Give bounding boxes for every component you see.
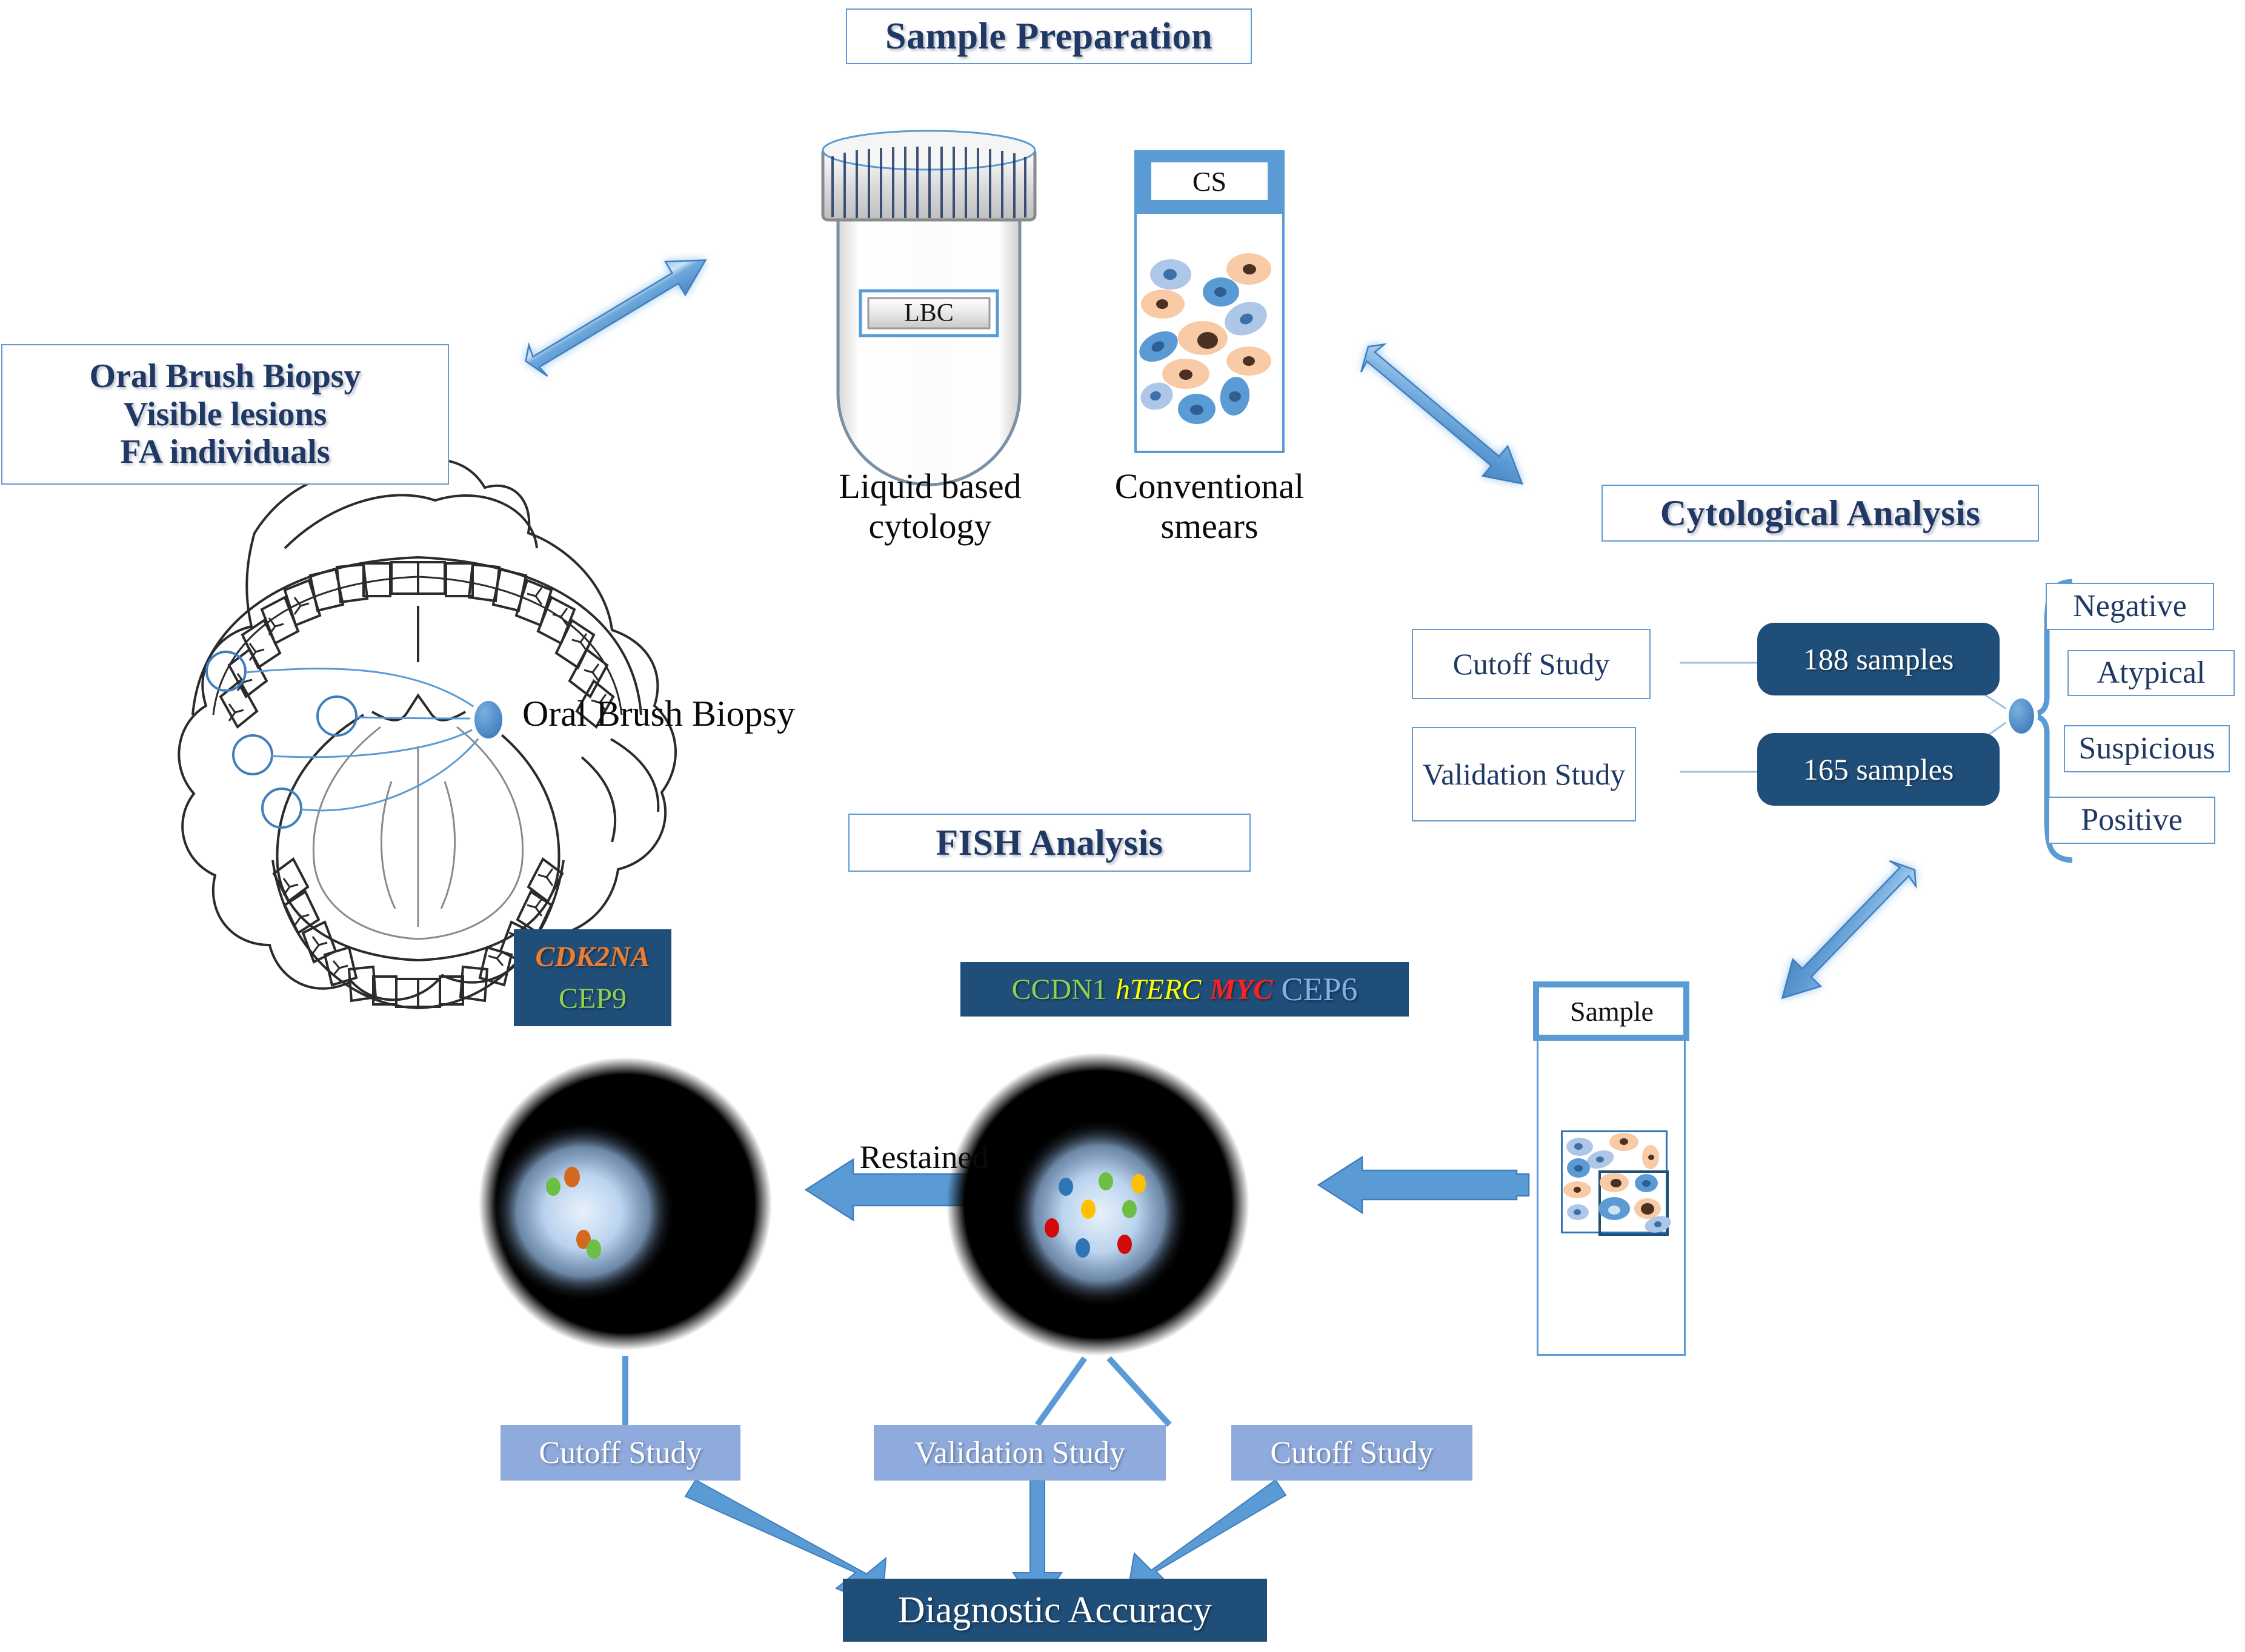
study-tag-cutoff-left: Cutoff Study bbox=[501, 1425, 740, 1481]
result-box-suspicious: Suspicious bbox=[2064, 725, 2230, 772]
probe-panel-cdk2na: CDK2NA CEP9 bbox=[514, 929, 671, 1026]
probe-label-hterc: hTERC bbox=[1115, 973, 1202, 1006]
samples-badge-cutoff: 188 samples bbox=[1757, 623, 2000, 695]
sample-slide-header-border bbox=[1533, 981, 1689, 1041]
result-box-positive: Positive bbox=[2048, 797, 2215, 844]
arrow-sample-to-nucleus bbox=[1317, 1155, 1530, 1215]
fish-stem-lines bbox=[622, 1356, 1172, 1427]
oral-brush-biopsy-label: Oral Brush Biopsy bbox=[522, 694, 795, 734]
cytology-hub-dot bbox=[2005, 695, 2038, 737]
title-fish-analysis: FISH Analysis bbox=[848, 814, 1251, 872]
title-cytological-analysis: Cytological Analysis bbox=[1601, 485, 2039, 542]
fish-disc-right bbox=[946, 1053, 1249, 1356]
source-population-box: Oral Brush Biopsy Visible lesions FA ind… bbox=[1, 344, 449, 485]
restained-label: Restained bbox=[859, 1139, 989, 1175]
site-leader-lines bbox=[245, 668, 487, 812]
lbc-caption-line-2: cytology bbox=[868, 506, 992, 546]
probe-label-ccdn1: CCDN1 bbox=[1011, 973, 1107, 1006]
source-line-2: Visible lesions bbox=[123, 395, 327, 433]
biopsy-site-markers bbox=[205, 651, 358, 829]
result-box-negative: Negative bbox=[2046, 583, 2214, 630]
lbc-caption-line-1: Liquid based bbox=[839, 466, 1022, 506]
lbc-caption: Liquid based cytology bbox=[779, 466, 1082, 546]
arrow-cytology-to-fish bbox=[1781, 860, 1917, 1000]
probe-label-cdk2na: CDK2NA bbox=[535, 941, 650, 973]
cs-label-text: CS bbox=[1151, 162, 1268, 200]
cs-caption: Conventional smears bbox=[1058, 466, 1361, 546]
probe-label-cep9: CEP9 bbox=[558, 983, 627, 1015]
probe-label-cep6: CEP6 bbox=[1281, 971, 1358, 1007]
probe-label-myc: MYC bbox=[1209, 973, 1273, 1006]
study-tag-validation: Validation Study bbox=[874, 1425, 1166, 1481]
arrow-prep-to-cytology bbox=[1360, 343, 1524, 485]
result-box-atypical: Atypical bbox=[2067, 650, 2235, 696]
sample-slide-label: Sample bbox=[1570, 995, 1654, 1027]
study-tag-cutoff-right: Cutoff Study bbox=[1231, 1425, 1472, 1481]
oral-biopsy-callout-dot bbox=[470, 697, 507, 743]
cs-caption-line-1: Conventional bbox=[1114, 466, 1305, 506]
probe-panel-multiprobe: CCDN1 hTERC MYC CEP6 bbox=[960, 962, 1409, 1017]
samples-badge-validation: 165 samples bbox=[1757, 733, 2000, 806]
lbc-label-text: LBC bbox=[904, 299, 954, 327]
source-line-3: FA individuals bbox=[120, 433, 330, 471]
arrow-biopsy-to-prep bbox=[525, 259, 707, 377]
diagnostic-accuracy-box: Diagnostic Accuracy bbox=[843, 1579, 1267, 1642]
study-box-validation: Validation Study bbox=[1412, 727, 1636, 821]
cs-caption-line-2: smears bbox=[1160, 506, 1259, 546]
study-box-cutoff: Cutoff Study bbox=[1412, 629, 1651, 699]
title-sample-preparation: Sample Preparation bbox=[846, 8, 1252, 64]
fish-disc-left bbox=[479, 1057, 772, 1350]
source-line-1: Oral Brush Biopsy bbox=[89, 357, 361, 395]
